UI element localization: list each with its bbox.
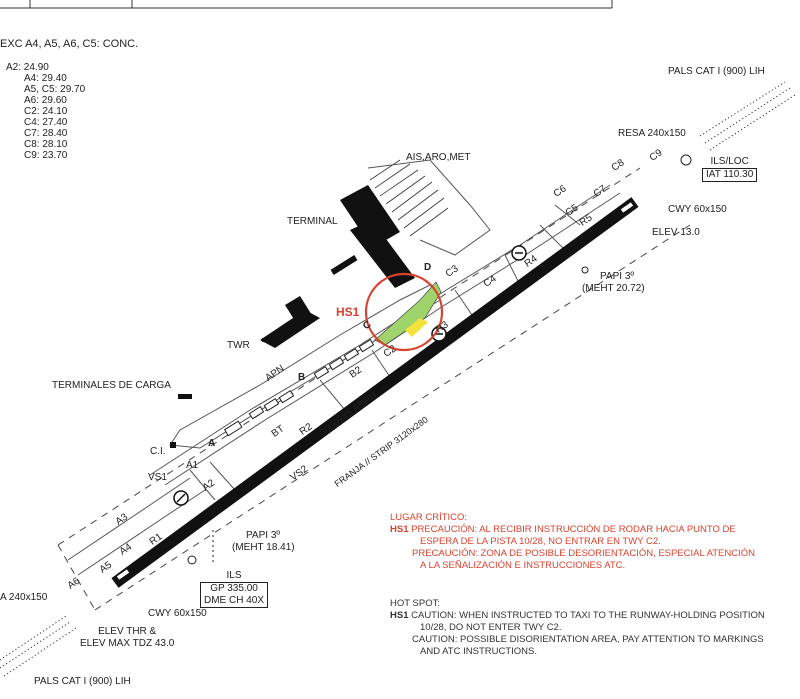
notes-es-title: LUGAR CRÍTICO: <box>390 512 468 523</box>
approach-lights-bottom <box>0 615 77 677</box>
terminal-hatch <box>369 159 449 237</box>
pcn-item: C9: 23.70 <box>24 150 68 161</box>
ils-dme-channel: DME CH 40X <box>204 595 265 606</box>
papi-bottom-line2: (MEHT 18.41) <box>232 542 295 553</box>
cargo-label: TERMINALES DE CARGA <box>52 380 171 391</box>
ils-gp-box: ILS GP 335.00 DME CH 40X <box>200 570 269 608</box>
ais-label: AIS,ARO,MET <box>406 152 471 163</box>
hotspot-label: HS1 <box>336 305 360 319</box>
resa-top-label: RESA 240x150 <box>618 128 686 139</box>
ci-label: C.I. <box>150 446 166 457</box>
papi-bottom-line1: PAPI 3º <box>246 530 281 541</box>
a-stand-label: A <box>208 438 216 449</box>
pcn-item: C8: 28.10 <box>24 139 68 150</box>
pals-bottom-label: PALS CAT I (900) LIH <box>34 676 131 687</box>
cwy-bottom-label: CWY 60x150 <box>148 608 207 619</box>
ils-loc-freq: IAT 110.30 <box>702 168 758 182</box>
b-label: B <box>298 372 306 383</box>
a1-label: A1 <box>186 460 199 471</box>
ils-loc-box: ILS/LOC IAT 110.30 <box>702 156 758 182</box>
notes-es-line1: HS1 PRECAUCIÓN: AL RECIBIR INSTRUCCIÓN D… <box>390 524 755 536</box>
approach-lights-top <box>699 81 796 151</box>
pcn-list: A2: 24.90 A4: 29.40 A5, C5: 29.70 A6: 29… <box>0 62 85 161</box>
notes-es-line3: PRECAUCIÓN: ZONA DE POSIBLE DESORIENTACI… <box>412 548 755 559</box>
pcn-item: A6: 29.60 <box>24 95 67 106</box>
twr-label: TWR <box>227 340 250 351</box>
elev-thr-label: ELEV THR & ELEV MAX TDZ 43.0 <box>80 626 174 650</box>
notes-es-hs: HS1 <box>390 524 409 535</box>
notes-en-line4: AND ATC INSTRUCTIONS. <box>420 646 537 657</box>
notes-en-line1: HS1 CAUTION: WHEN INSTRUCTED TO TAXI TO … <box>390 610 765 622</box>
ils-gp-freqs: GP 335.00 DME CH 40X <box>200 582 269 608</box>
pals-top-label: PALS CAT I (900) LIH <box>668 66 765 77</box>
header-table <box>0 0 613 9</box>
ils-gp-label: ILS <box>226 570 242 581</box>
notes-en-title: HOT SPOT: <box>390 598 440 609</box>
papi-top-line1: PAPI 3º <box>600 271 635 282</box>
elev-top-label: ELEV 13.0 <box>652 227 700 238</box>
pcn-header-note: EXC A4, A5, A6, C5: CONC. <box>0 38 139 50</box>
hotspot-hs1 <box>364 272 444 352</box>
runway-10-28 <box>111 197 639 588</box>
resa-bottom-label: A 240x150 <box>0 592 48 603</box>
pcn-item: A4: 29.40 <box>24 73 67 84</box>
ils-gp-freq: GP 335.00 <box>210 583 258 594</box>
aircraft-stands <box>223 339 375 437</box>
terminal-label: TERMINAL <box>287 216 338 227</box>
cwy-top-label: CWY 60x150 <box>668 204 727 215</box>
navaids <box>187 154 692 565</box>
papi-top-line2: (MEHT 20.72) <box>582 283 645 294</box>
notes-es-line2: ESPERA DE LA PISTA 10/28, NO ENTRAR EN T… <box>420 536 661 547</box>
runway-strip <box>57 167 691 611</box>
critical-location-notes: LUGAR CRÍTICO: HS1 PRECAUCIÓN: AL RECIBI… <box>390 512 755 572</box>
notes-es-line4: A LA SEÑALIZACIÓN E INSTRUCCIONES ATC. <box>420 560 626 571</box>
terminal-outline <box>367 159 491 256</box>
pcn-item: A2: 24.90 <box>6 62 49 73</box>
notes-en-text1: CAUTION: WHEN INSTRUCTED TO TAXI TO THE … <box>411 610 765 621</box>
ils-loc-label: ILS/LOC <box>710 156 749 167</box>
buildings <box>170 185 415 448</box>
elev-thr-line1: ELEV THR & <box>98 626 157 637</box>
hot-spot-notes: HOT SPOT: HS1 CAUTION: WHEN INSTRUCTED T… <box>390 598 765 658</box>
pcn-item: C2: 24.10 <box>24 106 68 117</box>
pcn-item: C7: 28.40 <box>24 128 68 139</box>
papi-bottom-label: PAPI 3º (MEHT 18.41) <box>232 530 295 554</box>
vs1-label: VS1 <box>148 472 167 483</box>
pcn-item: A5, C5: 29.70 <box>24 84 86 95</box>
notes-en-hs: HS1 <box>390 610 409 621</box>
d-label: D <box>424 262 432 273</box>
papi-top-label: PAPI 3º (MEHT 20.72) <box>582 271 645 295</box>
notes-en-line2: 10/28, DO NOT ENTER TWY C2. <box>420 622 562 633</box>
notes-en-line3: CAUTION: POSSIBLE DISORIENTATION AREA, P… <box>412 634 764 645</box>
notes-es-text1: PRECAUCIÓN: AL RECIBIR INSTRUCCIÓN DE RO… <box>411 524 736 535</box>
elev-thr-line2: ELEV MAX TDZ 43.0 <box>80 638 175 649</box>
pcn-item: C4: 27.40 <box>24 117 68 128</box>
